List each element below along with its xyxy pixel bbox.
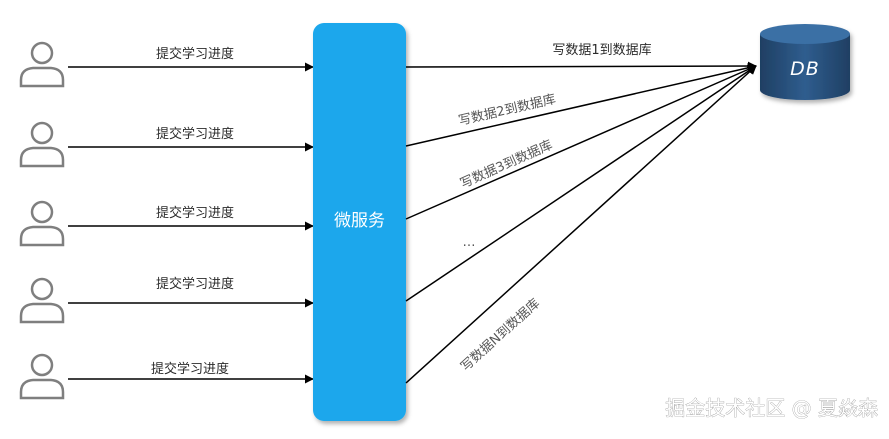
watermark: 掘金技术社区 @ 夏焱森 (665, 396, 878, 420)
microservice-rect (313, 23, 406, 421)
database-label: DB (790, 58, 820, 80)
write-arrow-4 (405, 65, 757, 302)
user-row-1: 提交学习进度 (19, 41, 314, 88)
user-icon (19, 121, 65, 168)
submit-label: 提交学习进度 (151, 361, 229, 377)
submit-label: 提交学习进度 (156, 276, 234, 292)
submit-label: 提交学习进度 (156, 126, 234, 142)
write-arrow-5 (405, 65, 757, 384)
write-arrow-2 (405, 63, 757, 147)
user-icon (19, 200, 65, 247)
user-row-3: 提交学习进度 (19, 200, 314, 247)
write-label-1: 写数据1到数据库 (552, 42, 651, 58)
user-icon (19, 41, 65, 88)
write-arrow-1 (405, 61, 757, 71)
microservice-label: 微服务 (334, 211, 385, 231)
database-icon: DB (760, 24, 850, 100)
write-arrow-3 (405, 65, 757, 220)
user-icon (19, 353, 65, 400)
submit-label: 提交学习进度 (156, 205, 234, 221)
submit-label: 提交学习进度 (156, 46, 234, 62)
write-label-3: 写数据3到数据库 (458, 137, 555, 192)
write-label-4: … (463, 235, 476, 250)
user-row-4: 提交学习进度 (19, 276, 314, 324)
user-row-5: 提交学习进度 (19, 353, 314, 400)
user-row-2: 提交学习进度 (19, 121, 314, 168)
write-label-5: 写数据N到数据库 (458, 295, 544, 374)
microservice-box: 微服务 (313, 23, 406, 421)
user-icon (19, 277, 65, 324)
